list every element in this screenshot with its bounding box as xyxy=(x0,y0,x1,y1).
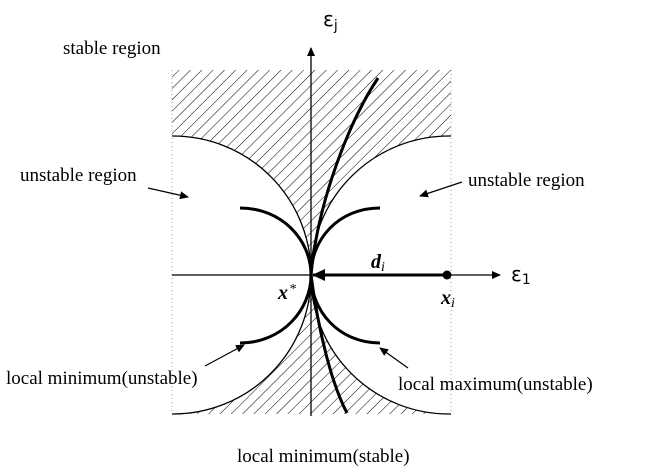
arrow-unstable-right xyxy=(419,181,463,198)
x-i-point xyxy=(442,270,452,280)
local-min-stable-label: local minimum(stable) xyxy=(237,446,410,467)
local-min-stable-curve xyxy=(309,274,349,414)
steepest-path-upper xyxy=(309,77,380,276)
horizontal-axis-label: ε1 xyxy=(511,262,531,288)
stable-region-label: stable region xyxy=(63,38,161,59)
d-i-label: di xyxy=(371,251,385,275)
x-star-label: x* xyxy=(277,282,296,304)
arrow-local-max-unstable xyxy=(379,347,409,369)
boundary-arc-upper-left xyxy=(172,135,312,276)
vertical-axis-label: εj xyxy=(323,7,338,34)
local-max-unstable-label: local maximum(unstable) xyxy=(398,374,593,395)
unstable-region-left-label: unstable region xyxy=(20,165,137,186)
local-min-unstable-label: local minimum(unstable) xyxy=(6,368,198,389)
local-max-curve-upper-left xyxy=(239,206,313,276)
arrow-local-min-unstable xyxy=(204,344,245,367)
unstable-region-right-label: unstable region xyxy=(468,170,585,191)
arrow-unstable-left xyxy=(147,187,189,200)
boundary-arc-lower-left xyxy=(172,274,312,415)
x-i-label: xi xyxy=(440,287,455,311)
local-min-unstable-curve xyxy=(239,274,313,345)
